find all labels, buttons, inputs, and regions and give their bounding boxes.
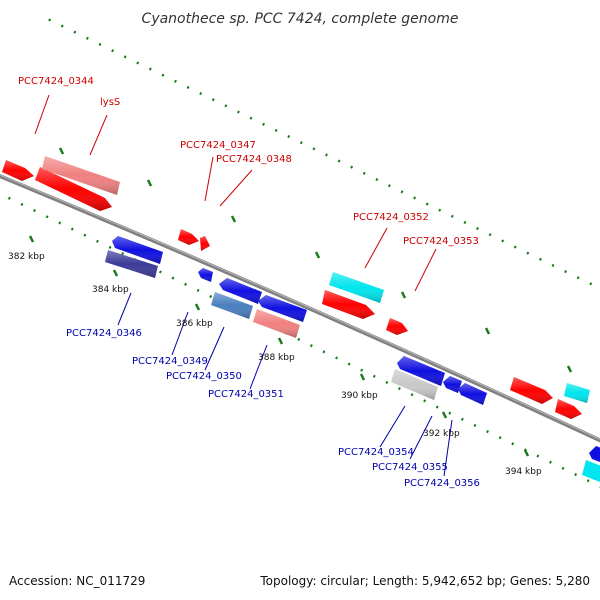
leader-line xyxy=(443,419,453,477)
scale-label: 394 kbp xyxy=(505,467,542,477)
gene-PCC7424_0351-shape[interactable] xyxy=(253,309,300,338)
gene-lysS-shape[interactable] xyxy=(42,156,120,195)
major-ticks xyxy=(28,147,573,457)
gene-PCC7424_0348-shape[interactable] xyxy=(200,236,210,251)
major-tick xyxy=(112,269,119,277)
leader-line xyxy=(204,326,225,371)
major-tick xyxy=(28,235,35,243)
major-tick xyxy=(359,373,366,381)
gene-right-blue-shape[interactable] xyxy=(589,446,600,462)
gene-blue-c-shape[interactable] xyxy=(258,295,307,322)
scale-label: 386 kbp xyxy=(176,319,213,329)
major-tick xyxy=(194,303,201,311)
leader-line xyxy=(414,248,437,292)
gene-PCC7424_0353-shape[interactable] xyxy=(386,318,408,335)
leader-line xyxy=(409,415,433,460)
label-lysS[interactable]: lysS xyxy=(100,97,120,108)
gene-blue-a-shape[interactable] xyxy=(112,236,163,264)
gene-right-red-a-shape[interactable] xyxy=(510,377,553,404)
gene-PCC7424_0349-shape[interactable] xyxy=(198,268,213,282)
leader-line xyxy=(117,292,132,326)
leader-line xyxy=(249,344,268,390)
leader-line xyxy=(34,94,50,135)
label-PCC7424_0349[interactable]: PCC7424_0349 xyxy=(132,356,208,367)
gene-PCC7424_0347-shape[interactable] xyxy=(178,229,199,245)
label-PCC7424_0346[interactable]: PCC7424_0346 xyxy=(66,328,142,339)
major-tick xyxy=(523,449,530,457)
label-PCC7424_0355[interactable]: PCC7424_0355 xyxy=(372,462,448,473)
gene-PCC7424_0352-shape[interactable] xyxy=(329,272,384,303)
major-tick xyxy=(400,291,407,299)
bottom-leaders xyxy=(117,292,453,477)
label-PCC7424_0344[interactable]: PCC7424_0344 xyxy=(18,76,94,87)
scale-label: 384 kbp xyxy=(92,285,129,295)
scale-label: 382 kbp xyxy=(8,252,45,262)
gene-PCC7424_0350-shape[interactable] xyxy=(211,292,253,319)
major-tick xyxy=(277,337,284,345)
gene-PCC7424_0356-shape[interactable] xyxy=(458,383,487,405)
scale-label: 390 kbp xyxy=(341,391,378,401)
gene-PCC7424_0355-shape[interactable] xyxy=(443,376,462,393)
leader-line xyxy=(89,114,108,156)
map-title: Cyanothece sp. PCC 7424, complete genome xyxy=(142,11,459,27)
accession-text: Accession: NC_011729 xyxy=(9,574,145,588)
leader-line xyxy=(219,169,253,207)
major-tick xyxy=(146,179,153,187)
gene-right-cyan-b-shape[interactable] xyxy=(582,460,600,482)
label-PCC7424_0350[interactable]: PCC7424_0350 xyxy=(166,371,242,382)
leader-line xyxy=(204,156,214,202)
major-tick xyxy=(314,251,321,259)
major-tick xyxy=(58,147,65,155)
gene-PCC7424_0346-shape[interactable] xyxy=(105,250,158,278)
genome-backbone xyxy=(0,173,600,443)
gene-right-red-b-shape[interactable] xyxy=(555,399,582,419)
leader-line xyxy=(364,227,388,269)
label-PCC7424_0348[interactable]: PCC7424_0348 xyxy=(216,154,292,165)
label-PCC7424_0351[interactable]: PCC7424_0351 xyxy=(208,389,284,400)
leader-line xyxy=(171,311,189,356)
gene-PCC7424_0352b-shape[interactable] xyxy=(322,290,375,319)
label-PCC7424_0352[interactable]: PCC7424_0352 xyxy=(353,212,429,223)
label-PCC7424_0353[interactable]: PCC7424_0353 xyxy=(403,236,479,247)
gene-blue-d-shape[interactable] xyxy=(397,356,445,386)
major-tick xyxy=(484,327,491,335)
major-tick xyxy=(230,215,237,223)
major-tick xyxy=(566,365,573,373)
label-PCC7424_0356[interactable]: PCC7424_0356 xyxy=(404,478,480,489)
label-PCC7424_0354[interactable]: PCC7424_0354 xyxy=(338,447,414,458)
label-PCC7424_0347[interactable]: PCC7424_0347 xyxy=(180,140,256,151)
genome-summary-text: Topology: circular; Length: 5,942,652 bp… xyxy=(259,574,590,588)
scale-track-outer xyxy=(48,18,600,337)
major-tick xyxy=(441,411,448,419)
scale-label: 388 kbp xyxy=(258,353,295,363)
gene-blue-b-shape[interactable] xyxy=(219,278,262,304)
scale-label: 392 kbp xyxy=(423,429,460,439)
leader-line xyxy=(379,405,406,448)
gene-PCC7424_0344-shape[interactable] xyxy=(35,167,112,211)
top-leaders xyxy=(34,94,437,292)
gene-right-cyan-shape[interactable] xyxy=(564,383,590,403)
gene-left-red-shape[interactable] xyxy=(2,160,34,181)
gene-PCC7424_0354-shape[interactable] xyxy=(391,369,438,400)
